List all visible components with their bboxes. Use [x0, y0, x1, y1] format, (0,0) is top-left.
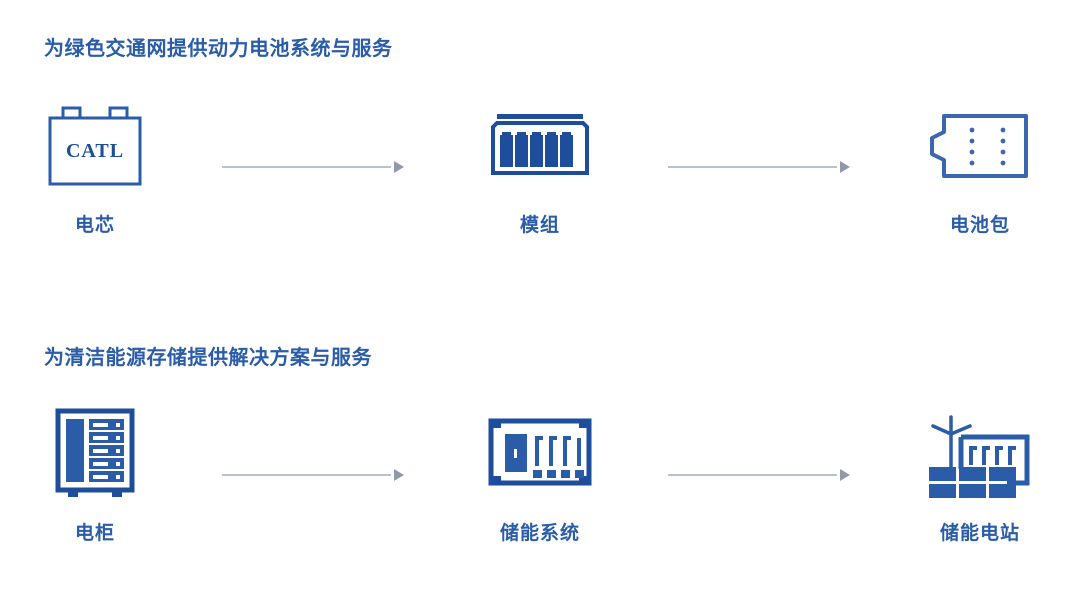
flow-node-pack: 电池包	[880, 100, 1080, 237]
section-heading-transport: 为绿色交通网提供动力电池系统与服务	[44, 38, 393, 60]
flow-node-label: 电池包	[949, 215, 1010, 236]
flow-row-transport: CATL 电芯	[0, 100, 1080, 270]
arrow-head	[840, 161, 850, 173]
flow-node-storage-system: 储能系统	[440, 408, 640, 545]
section-heading-energy-storage: 为清洁能源存储提供解决方案与服务	[44, 347, 372, 369]
arrow-line	[222, 166, 391, 168]
arrow-head	[840, 469, 850, 481]
arrow-head	[394, 469, 404, 481]
battery-cell-icon: CATL	[0, 100, 195, 192]
storage-building-icon	[958, 434, 1030, 486]
wind-turbine-icon	[931, 415, 972, 469]
flow-node-label: 电芯	[74, 215, 115, 236]
flow-node-cell: CATL 电芯	[0, 100, 195, 237]
energy-storage-container-icon	[440, 408, 640, 500]
solar-panel-icon	[929, 467, 1016, 498]
battery-module-icon	[440, 100, 640, 192]
flow-node-module: 模组	[440, 100, 640, 237]
battery-pack-icon	[880, 100, 1080, 192]
flow-arrow-cell-to-module	[222, 160, 404, 174]
arrow-line	[222, 474, 391, 476]
flow-arrow-cabinet-to-system	[222, 468, 404, 482]
flow-node-storage-station: 储能电站	[880, 408, 1080, 545]
flow-arrow-system-to-station	[668, 468, 850, 482]
flow-node-label: 模组	[519, 215, 560, 236]
energy-storage-station-icon	[880, 408, 1080, 500]
flow-arrow-module-to-pack	[668, 160, 850, 174]
arrow-line	[668, 166, 837, 168]
flow-node-label: 储能系统	[499, 523, 580, 544]
flow-node-label: 储能电站	[939, 523, 1020, 544]
arrow-head	[394, 161, 404, 173]
flow-node-label: 电柜	[74, 523, 115, 544]
flow-node-cabinet: 电柜	[0, 408, 195, 545]
flow-row-energy-storage: 电柜	[0, 408, 1080, 578]
catl-logo-text: CATL	[66, 140, 124, 162]
arrow-line	[668, 474, 837, 476]
electric-cabinet-icon	[0, 408, 195, 500]
